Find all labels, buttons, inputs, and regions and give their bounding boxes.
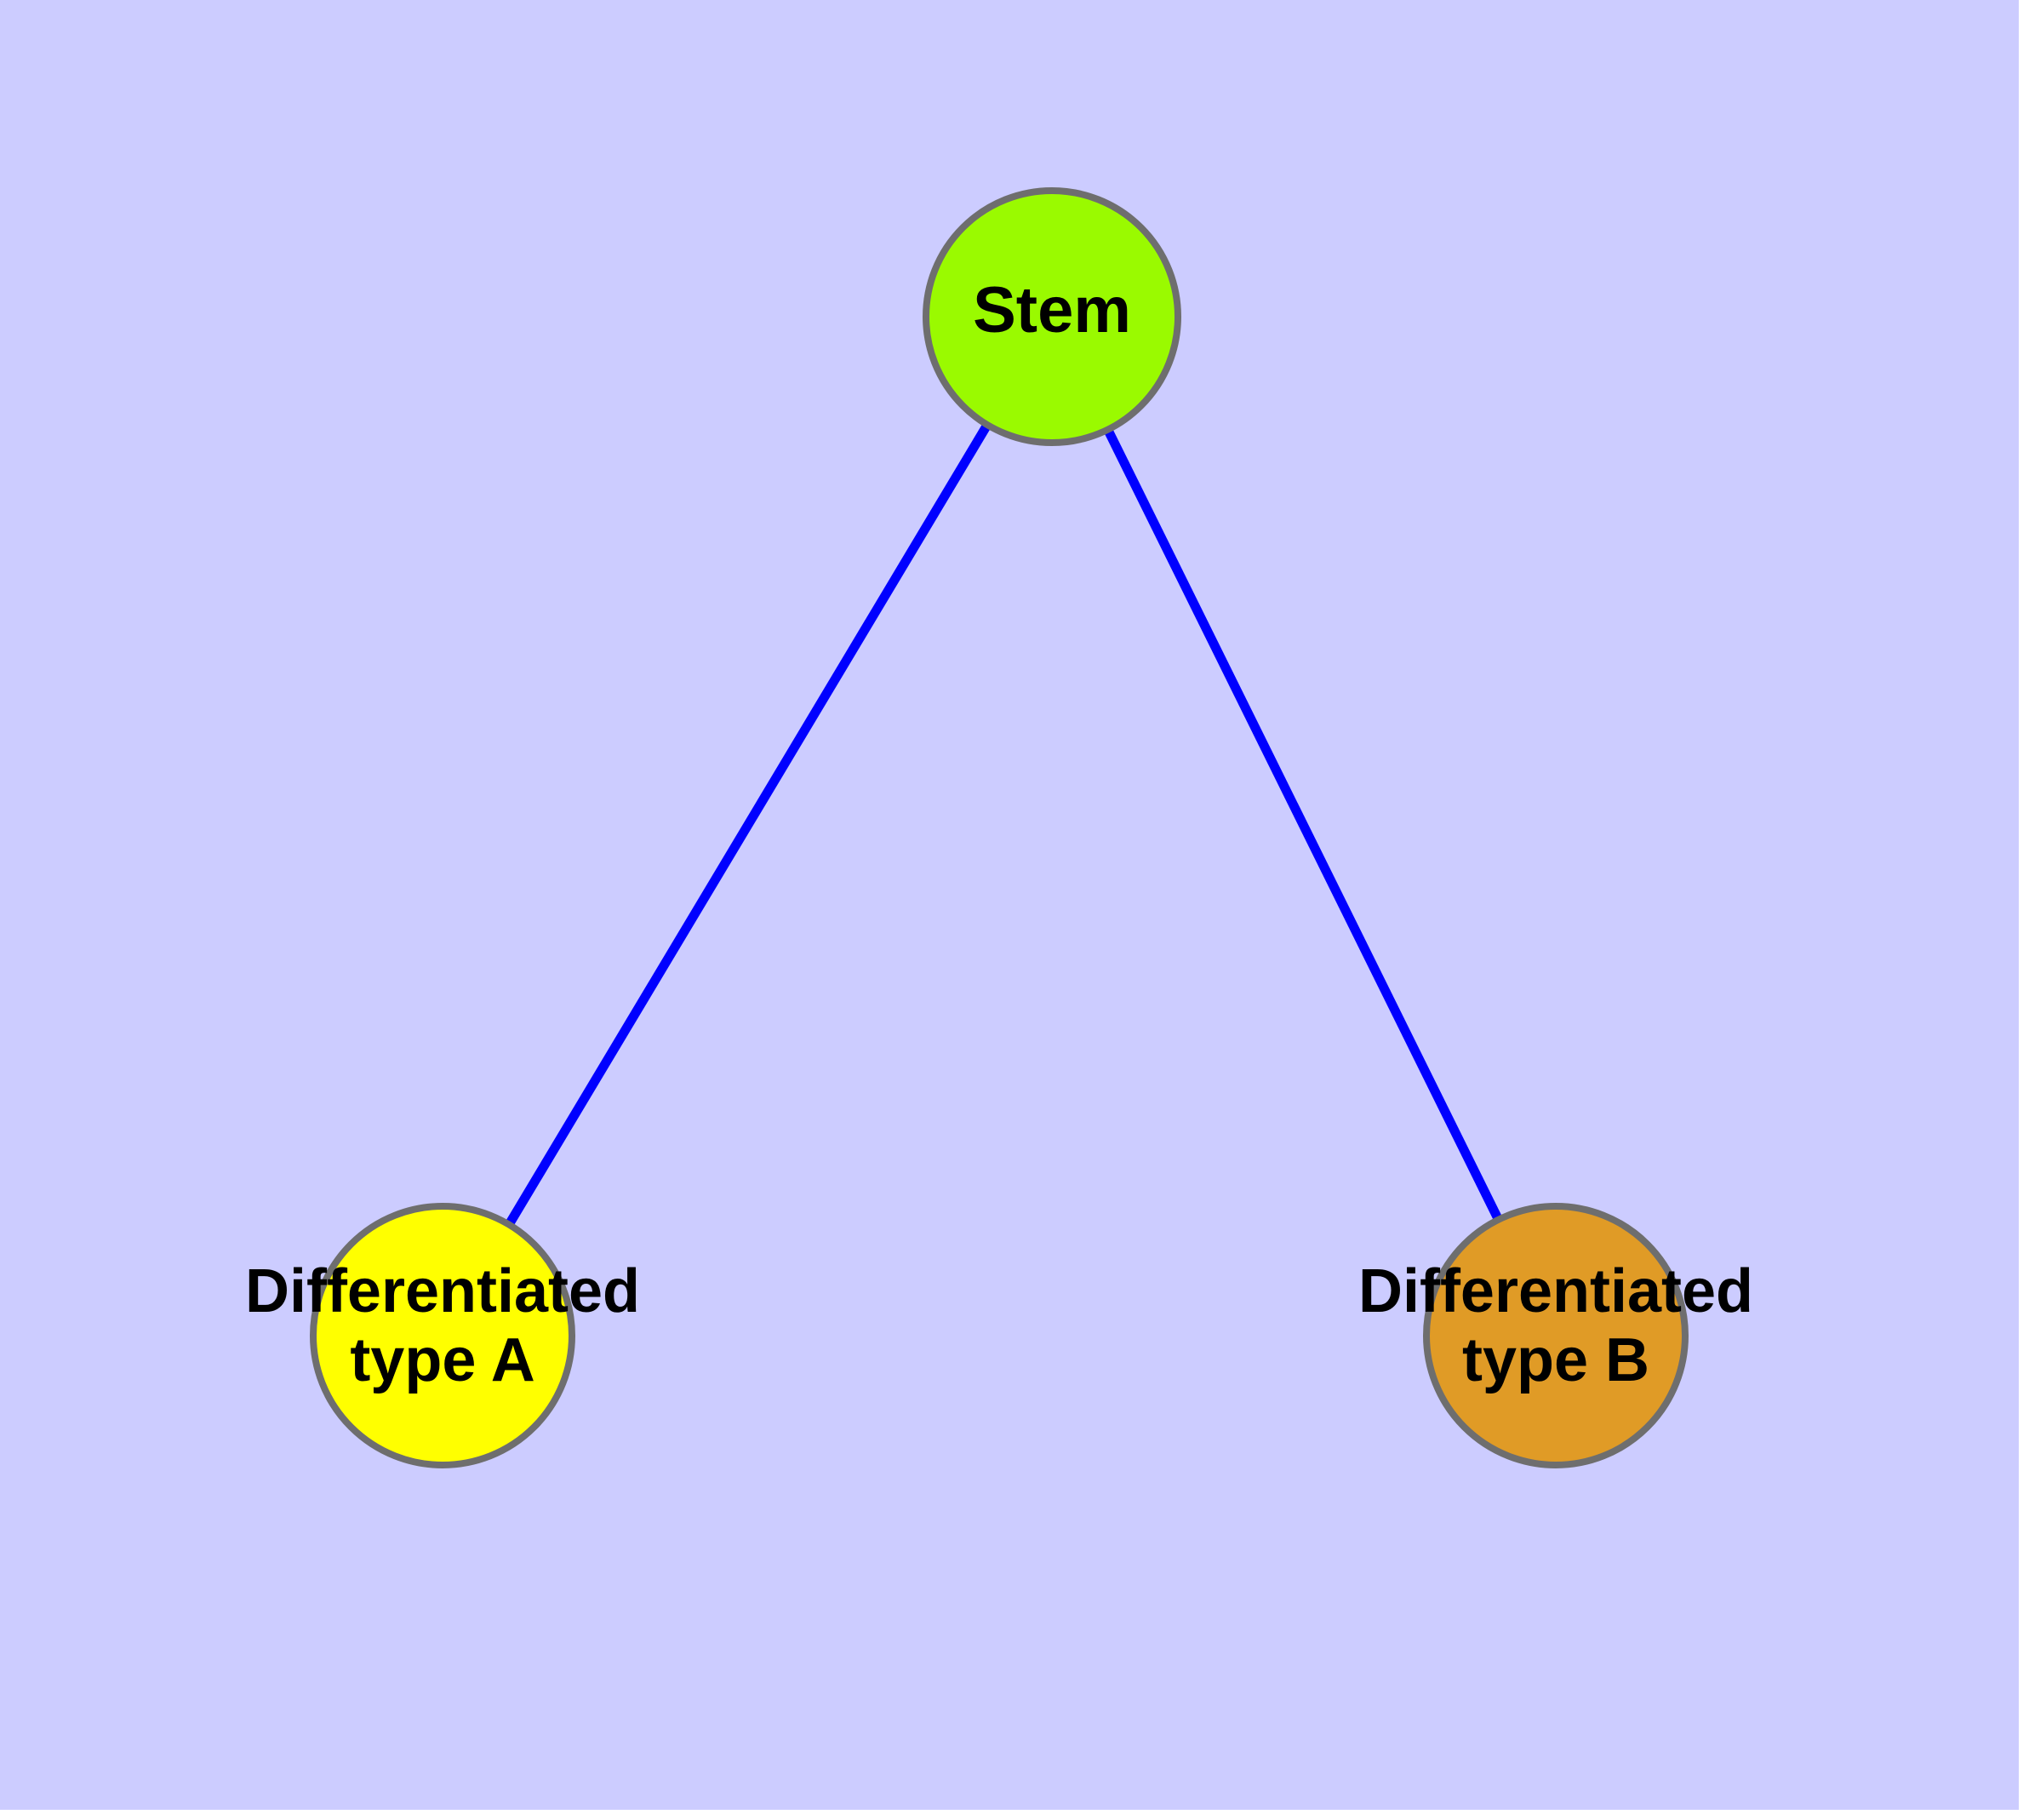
node-stem[interactable]: [923, 187, 1181, 446]
node-differentiated-type-b[interactable]: [1423, 1203, 1689, 1468]
edge-stem-to-type-b: [1104, 429, 1502, 1221]
node-layer: [310, 187, 1689, 1468]
edge-stem-to-type-a: [506, 423, 991, 1226]
edge-layer: [506, 423, 1502, 1226]
node-differentiated-type-a[interactable]: [310, 1203, 575, 1468]
